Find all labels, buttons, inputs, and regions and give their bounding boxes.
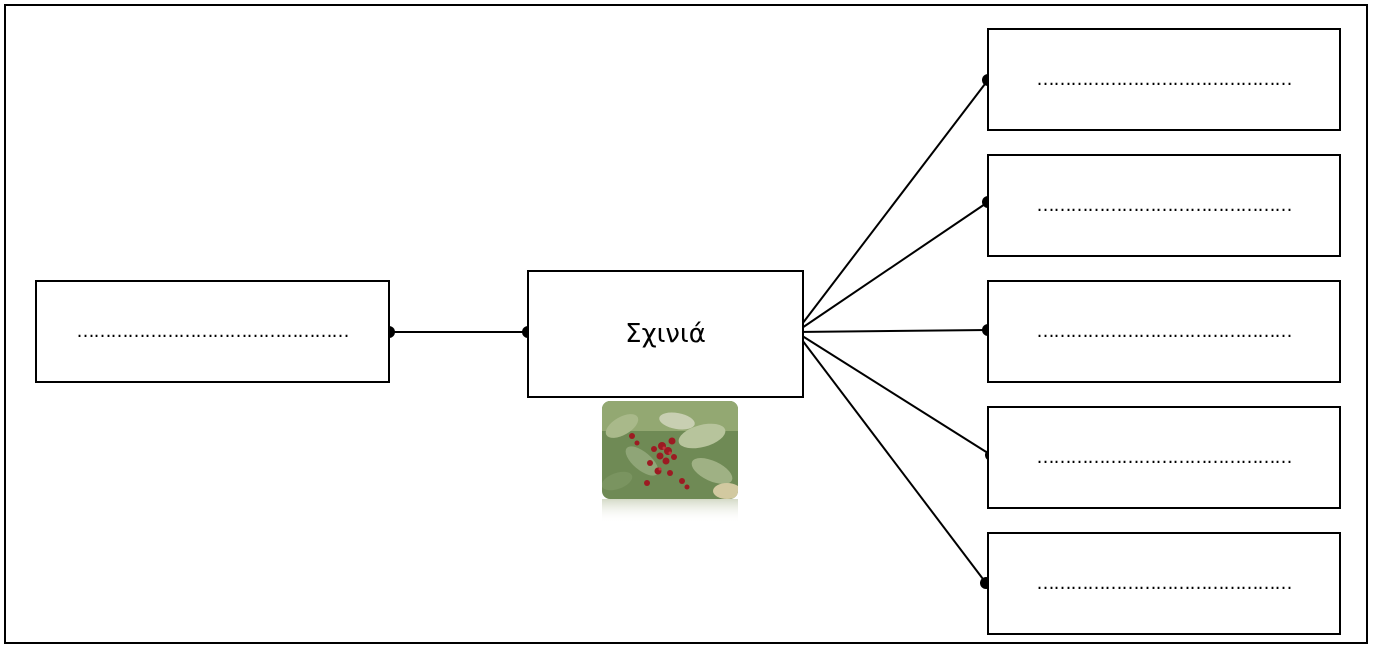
center-topic-box: Σχινιά [527, 270, 804, 398]
right-answer-placeholder: ……………………………………… [1036, 447, 1293, 468]
right-answer-box-4[interactable]: ……………………………………… [987, 406, 1341, 509]
right-answer-box-3[interactable]: ……………………………………… [987, 280, 1341, 383]
connector-right-5 [795, 331, 987, 584]
right-answer-box-1[interactable]: ……………………………………… [987, 28, 1341, 131]
left-answer-box[interactable]: ………………………………………… [35, 280, 390, 383]
center-topic-label: Σχινιά [625, 319, 706, 349]
worksheet-frame [4, 4, 1368, 644]
mastic-plant-photo [602, 401, 738, 523]
right-answer-box-2[interactable]: ……………………………………… [987, 154, 1341, 257]
right-answer-placeholder: ……………………………………… [1036, 321, 1293, 342]
connector-right-1 [795, 79, 989, 333]
connector-right-2 [795, 201, 989, 333]
left-answer-placeholder: ………………………………………… [76, 321, 350, 342]
right-answer-placeholder: ……………………………………… [1036, 573, 1293, 594]
connector-right-3 [795, 329, 989, 333]
right-answer-placeholder: ……………………………………… [1036, 195, 1293, 216]
right-answer-box-5[interactable]: ……………………………………… [987, 532, 1341, 635]
right-answer-placeholder: ……………………………………… [1036, 69, 1293, 90]
connector-right-4 [795, 331, 992, 456]
